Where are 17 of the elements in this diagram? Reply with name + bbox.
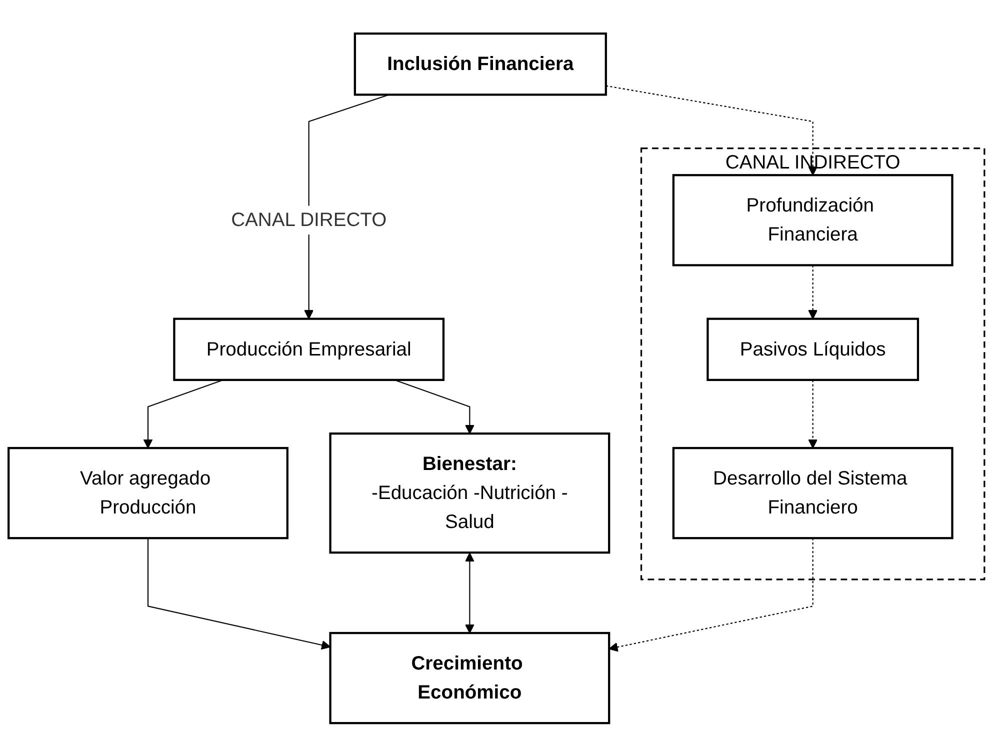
node-box: Bienestar: -Educación -Nutrición -Salud: [329, 432, 610, 554]
arrow: [808, 264, 818, 319]
arrow: [608, 538, 814, 652]
node-box: Desarrollo del Sistema Financiero: [672, 446, 954, 539]
node-box: Pasivos Líquidos: [706, 317, 920, 381]
node-box: Profundización Financiera: [672, 174, 954, 266]
arrow: [808, 380, 818, 448]
node-box: Valor agregado Producción: [8, 446, 288, 539]
arrow: [606, 84, 818, 176]
arrow: [394, 379, 474, 434]
node-box: Producción Empresarial: [173, 317, 445, 381]
node-box: Crecimiento Económico: [329, 632, 610, 724]
arrow: [147, 538, 331, 650]
arrow: [464, 552, 474, 634]
edge-label: CANAL DIRECTO: [231, 208, 387, 230]
arrow: [143, 379, 224, 448]
node-box: Inclusión Financiera: [354, 32, 607, 96]
